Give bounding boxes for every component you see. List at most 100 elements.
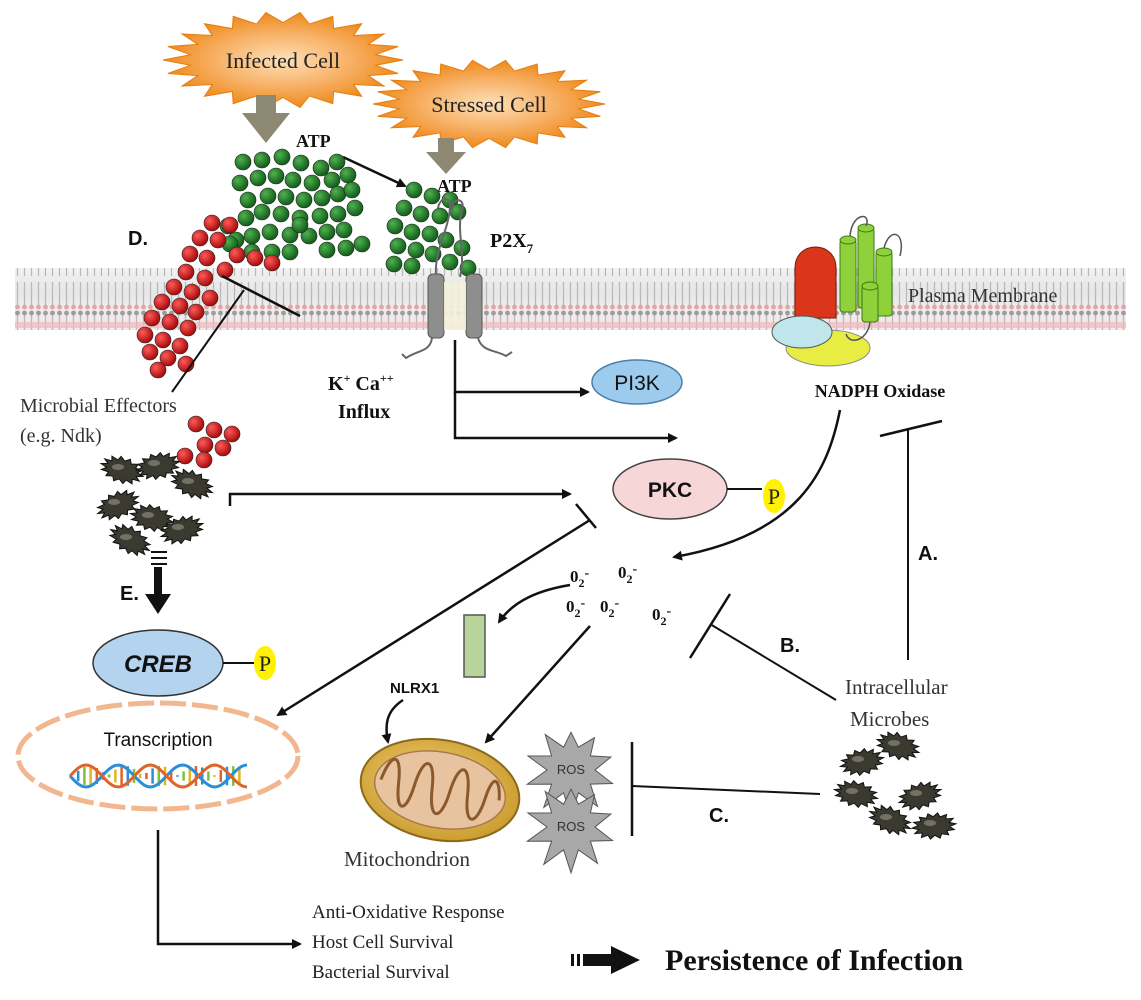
atp-diffusion-arrow: [342, 155, 407, 188]
atp-molecule: [292, 154, 310, 172]
influx-to-pi3k-arrow: [453, 340, 590, 397]
nadph-oxidase-label: NADPH Oxidase: [815, 381, 946, 401]
microbe: [832, 779, 880, 809]
nucleus-envelope: [15, 700, 301, 812]
inhibition-b-line: [709, 623, 837, 701]
creb-label: CREB: [124, 651, 192, 678]
creb-phospho-label: P: [259, 651, 271, 676]
effector-molecule: [205, 421, 223, 439]
dna-strand: [68, 763, 248, 789]
atp-molecule: [318, 223, 336, 241]
infected-cell-label: Infected Cell: [226, 48, 340, 73]
effector-molecule: [203, 214, 221, 232]
effector-molecule: [191, 229, 209, 247]
marker-a: A.: [918, 543, 938, 565]
intracellular-microbes-line1: Intracellular: [845, 675, 948, 699]
microbe-highlight: [924, 820, 936, 826]
superoxide-label: 02-: [600, 596, 620, 620]
mitochondrion-label: Mitochondrion: [344, 847, 470, 871]
effector-molecule: [187, 303, 205, 321]
effector-molecule: [136, 326, 154, 344]
atp-molecule: [328, 153, 346, 171]
superoxide-to-mitochondrion-arrow: [484, 625, 591, 744]
stressed-cell-burst: Stressed Cell: [372, 59, 606, 149]
microbe-highlight: [120, 534, 132, 540]
ion-label: K+ Ca++: [328, 371, 394, 395]
atp-molecule: [386, 217, 404, 235]
effector-molecule: [149, 361, 167, 379]
persistence-arrow: [571, 946, 640, 974]
atp-molecule: [343, 181, 361, 199]
pkc-phospho-badge: [763, 479, 785, 513]
persistence-label: Persistence of Infection: [665, 944, 964, 977]
microbe: [128, 503, 176, 533]
marker-e: E.: [120, 583, 139, 605]
microbe: [159, 515, 205, 545]
nadph-to-superoxide-arrow: [672, 409, 842, 561]
dna-helix: [68, 763, 248, 789]
microbial-effectors-line2: (e.g. Ndk): [20, 425, 102, 447]
influx-to-pkc-arrow: [453, 392, 678, 443]
atp-molecule: [329, 205, 347, 223]
effector-molecule: [228, 246, 246, 264]
atp-molecule: [318, 241, 336, 259]
microbe-clusters: [96, 451, 958, 840]
ros-label-1: ROS: [557, 762, 586, 777]
microbe: [108, 523, 152, 557]
effector-molecule: [263, 254, 281, 272]
atp-molecule: [259, 187, 277, 205]
effector-molecule: [183, 283, 201, 301]
effector-molecule: [223, 425, 241, 443]
pkc-to-transcription-arrow: [276, 518, 591, 717]
microbe-highlight: [888, 740, 900, 746]
atp-molecule: [412, 205, 430, 223]
microbe-highlight: [910, 790, 922, 796]
ros-label-2: ROS: [557, 819, 586, 834]
influx-label: Influx: [338, 401, 390, 423]
microbe: [134, 451, 182, 481]
atp-molecule: [239, 191, 257, 209]
effector-molecule: [159, 349, 177, 367]
microbial-effectors-line1: Microbial Effectors: [20, 395, 177, 417]
inhibition-c-line: [631, 785, 821, 795]
effector-molecule: [195, 451, 213, 469]
effector-molecule: [216, 261, 234, 279]
nlrx1-label: NLRX1: [390, 680, 439, 697]
atp-molecule: [403, 257, 421, 275]
p2x7-label: P2X7: [490, 230, 534, 256]
outcome-line2: Host Cell Survival: [312, 932, 453, 953]
intracellular-microbes-line2: Microbes: [850, 707, 929, 731]
microbe-highlight: [172, 524, 184, 530]
microbes-to-pkc-arrow: [228, 489, 572, 506]
effector-molecule: [181, 245, 199, 263]
microbe-highlight: [142, 512, 154, 518]
atp-molecule: [237, 209, 255, 227]
atp-molecule: [407, 241, 425, 259]
infected-cell-burst: Infected Cell: [162, 11, 404, 109]
microbe: [875, 731, 921, 761]
microbe: [170, 468, 214, 500]
effector-molecule: [177, 263, 195, 281]
atp-molecule: [291, 216, 309, 234]
atp-molecule: [267, 167, 285, 185]
atp-molecule: [385, 255, 403, 273]
p2x7-receptor: [401, 198, 513, 360]
nlrx1-node: [463, 614, 486, 678]
release-arrows: [242, 95, 466, 174]
outcome-line1: Anti-Oxidative Response: [312, 902, 505, 923]
membrane-label: Plasma Membrane: [908, 285, 1058, 307]
atp-molecule: [441, 253, 459, 271]
atp-molecule: [389, 237, 407, 255]
effector-molecule: [165, 278, 183, 296]
microbe: [99, 455, 145, 485]
microbe-highlight: [112, 464, 124, 470]
atp-molecule: [273, 148, 291, 166]
atp-molecule: [272, 205, 290, 223]
effector-molecule: [187, 415, 205, 433]
effector-molecule: [179, 319, 197, 337]
microbe: [838, 747, 886, 777]
atp-molecule: [405, 181, 423, 199]
outcome-line3: Bacterial Survival: [312, 962, 450, 983]
